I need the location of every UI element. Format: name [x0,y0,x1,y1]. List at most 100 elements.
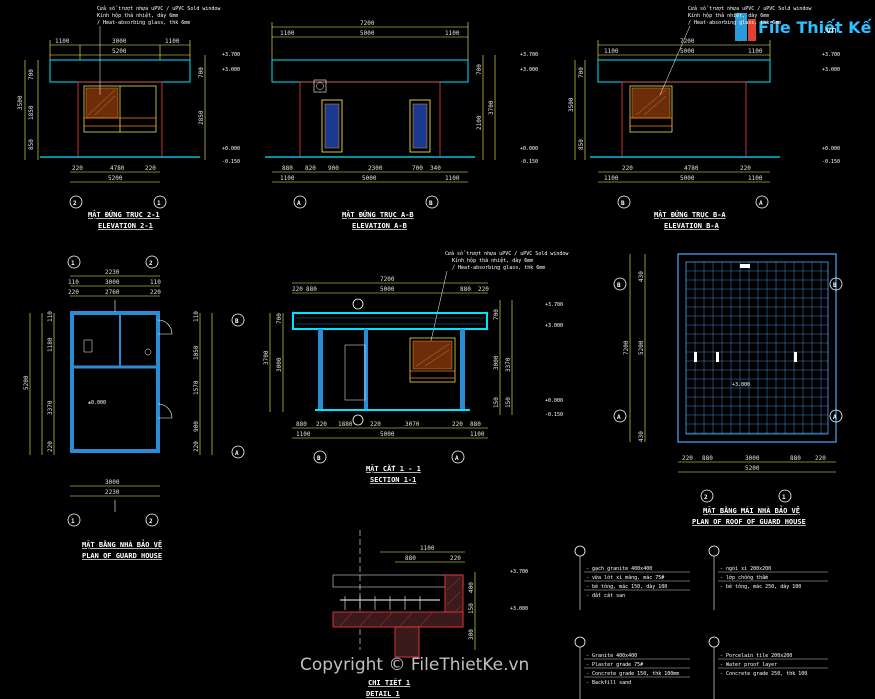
elevba-level-4: -0.150 [822,159,840,165]
plan-left-dim-4: 3370 [47,400,54,415]
legend-1-item-4: - đất cát san [586,592,625,599]
elev11-top-total: 5200 [112,48,127,55]
plan-axis-top-1: 1 [71,260,75,267]
roof-axis-bottom-1: 2 [704,494,708,501]
roof-level: +3.000 [732,382,750,388]
section-right-dim-1: 700 [493,309,500,320]
roof-axis-left-1: B [617,282,621,289]
section-bottom-dim-6: 220 [452,421,463,428]
elev11-note-1: Cửa sổ trượt nhựa uPVC / uPVC Sold windo… [97,5,221,12]
section-top-dim-2: 880 [306,286,317,293]
legend-3-item-2: - Plaster grade 75# [586,662,643,668]
plan-level: ±0.000 [88,400,106,406]
section-top-dim-4: 880 [460,286,471,293]
elevab-axis-1: A [297,200,301,207]
detail-top-dim: 1100 [420,545,435,552]
elevba-bottom-dim-2: 4780 [684,165,699,172]
section-top-dim-1: 220 [292,286,303,293]
elevab-top-dim-1: 1100 [280,30,295,37]
roof-axis-left-2: A [617,414,621,421]
legend-2-item-3: - bê tông, mác 250, dày 100 [720,583,801,590]
plan-subtitle: PLAN OF GUARD HOUSE [82,552,162,560]
elevab-level-3: +0.000 [520,146,538,152]
elevba-axis-1: B [621,200,625,207]
section-bottom-total-1: 1100 [296,431,311,438]
logo-text: File Thiết Kế [758,18,873,37]
detail-subtitle: DETAIL 1 [366,690,400,698]
plan-top-dim-3: 2760 [105,289,120,296]
roof-bottom-dim-5: 220 [815,455,826,462]
roof-plan: +3.000 430 5200 7200 430 B A B A 220 880… [613,253,843,526]
elev11-right-dim-3: 2850 [198,110,205,125]
roof-subtitle: PLAN OF ROOF OF GUARD HOUSE [692,518,806,526]
elev11-level-1: +3.700 [222,52,240,58]
legend-1-item-2: - vữa lót xi măng, mác 75# [586,574,664,581]
roof-bottom-dim-2: 880 [702,455,713,462]
elevation-2-1: 1100 3000 1100 5200 700 3500 1850 850 70… [17,5,240,230]
detail-right-dim-1: 400 [468,582,475,593]
elevab-axis-2: B [429,200,433,207]
roof-axis-right-2: A [833,414,837,421]
detail-level-2: +3.000 [510,606,528,612]
elev11-note-3: / Heat-absorbing glass, thk 6mm [97,20,190,26]
elev11-left-dim-5: 850 [28,139,35,150]
section-subtitle: SECTION 1-1 [370,476,416,484]
elev11-axis-1: 2 [73,200,77,207]
elev11-bottom-dim-2: 4780 [110,165,125,172]
elev11-top-dim-2: 3000 [112,38,127,45]
section-right-dim-2: 3000 [493,355,500,370]
elev11-right-dim-2: 700 [198,67,205,78]
plan-right-dim-3: 1570 [193,380,200,395]
elevba-axis-2: A [759,200,763,207]
detail-right-dim-2: 150 [468,603,475,614]
elevab-bottom-dim-4: 2300 [368,165,383,172]
plan-top-dim-2: 3000 [105,279,120,286]
section-axis-1: B [317,455,321,462]
section-right-dim-5: 150 [505,397,512,408]
legend-4-item-2: - Water proof layer [720,662,777,668]
elevab-right-dim-3: 2100 [476,115,483,130]
section-note-2: Kính hộp thả nhiệt, dày 6mm [452,257,533,264]
elev11-level-3: +0.000 [222,146,240,152]
elevba-bottom-dim-1: 220 [622,165,633,172]
elevba-bottom-total-2: 5000 [680,175,695,182]
elevba-top-dim-2: 5000 [680,48,695,55]
plan-axis-bottom-2: 2 [149,518,153,525]
elevba-note-1: Cửa sổ trượt nhựa uPVC / uPVC Sold windo… [688,5,812,12]
elev11-subtitle: ELEVATION 2-1 [98,222,153,230]
elev11-title: MẶT ĐỨNG TRỤC 2-1 [88,210,160,219]
elevba-title: MẶT ĐỨNG TRỤC B-A [654,210,726,219]
elev11-top-dim-3: 1100 [165,38,180,45]
roof-axis-bottom-2: 1 [782,494,786,501]
logo-suffix: .vn [823,26,837,36]
plan-bottom-dim-2: 2230 [105,489,120,496]
detail-sub-dim-1: 880 [405,555,416,562]
plan-right-dim-1: 110 [193,311,200,322]
legend-4-item-1: - Porcelain tile 200x200 [720,653,792,659]
plan-axis-bottom-1: 1 [71,518,75,525]
legend-1-item-3: - bê tông, mác 150, dày 100 [586,583,667,590]
elevba-top-dim-3: 1100 [748,48,763,55]
section-right-dim-3: 3370 [505,357,512,372]
section-top-total: 7200 [380,276,395,283]
floor-plan: 1 2 2230 3000 2760 110 110 220 220 ±0.00… [23,255,245,560]
elev11-level-2: +3.000 [222,67,240,73]
elevba-top-total: 7200 [680,38,695,45]
section-bottom-dim-2: 220 [316,421,327,428]
plan-top-dim-1: 2230 [105,269,120,276]
detail-1: 1100 880 220 400 150 300 +3.700 +3.000 C… [332,530,528,698]
elev11-bottom-dim-1: 220 [72,165,83,172]
plan-left-dim-5: 220 [47,441,54,452]
elev11-left-dim-3: 1850 [28,105,35,120]
elevba-level-2: +3.000 [822,67,840,73]
elevab-level-4: -0.150 [520,159,538,165]
roof-axis-right-1: B [833,282,837,289]
section-bottom-total-3: 1100 [470,431,485,438]
elevab-bottom-total-2: 5000 [362,175,377,182]
elevba-bottom-dim-3: 220 [740,165,751,172]
detail-title: CHI TIẾT 1 [368,678,410,687]
roof-title: MẶT BẰNG MÁI NHÀ BẢO VỆ [703,505,800,515]
elevab-bottom-total-1: 1100 [280,175,295,182]
legend-3-item-1: - Granite 400x400 [586,653,637,659]
